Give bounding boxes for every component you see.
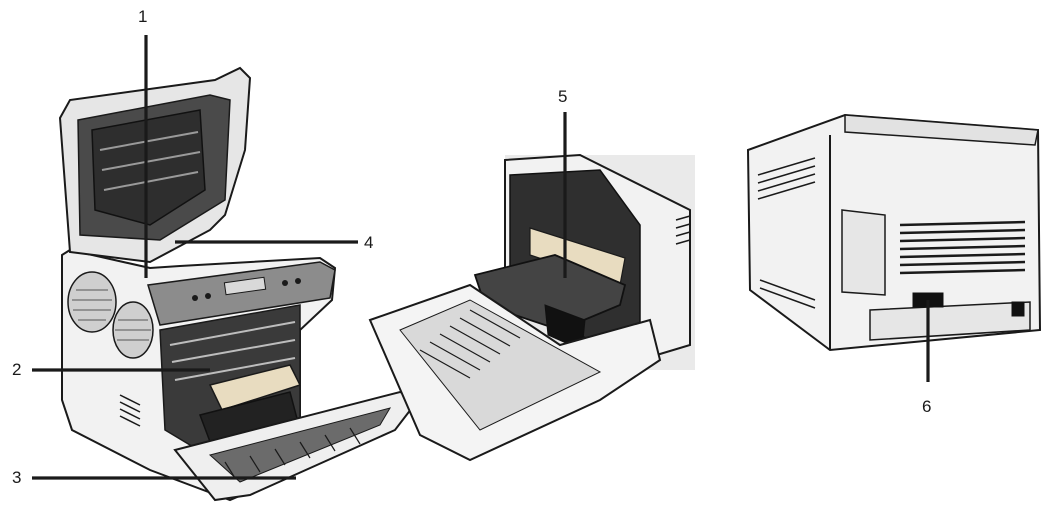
printer-front-open-illustration: [58, 66, 420, 502]
callout-5-label: 5: [558, 87, 568, 106]
callout-3-label: 3: [12, 468, 22, 487]
callout-2-label: 2: [12, 360, 22, 379]
callout-4-label: 4: [364, 233, 374, 252]
callout-6-label: 6: [922, 397, 932, 416]
printer-side-open-illustration: [368, 153, 695, 462]
callout-1-label: 1: [138, 7, 148, 26]
printer-rear-illustration: [746, 113, 1042, 352]
